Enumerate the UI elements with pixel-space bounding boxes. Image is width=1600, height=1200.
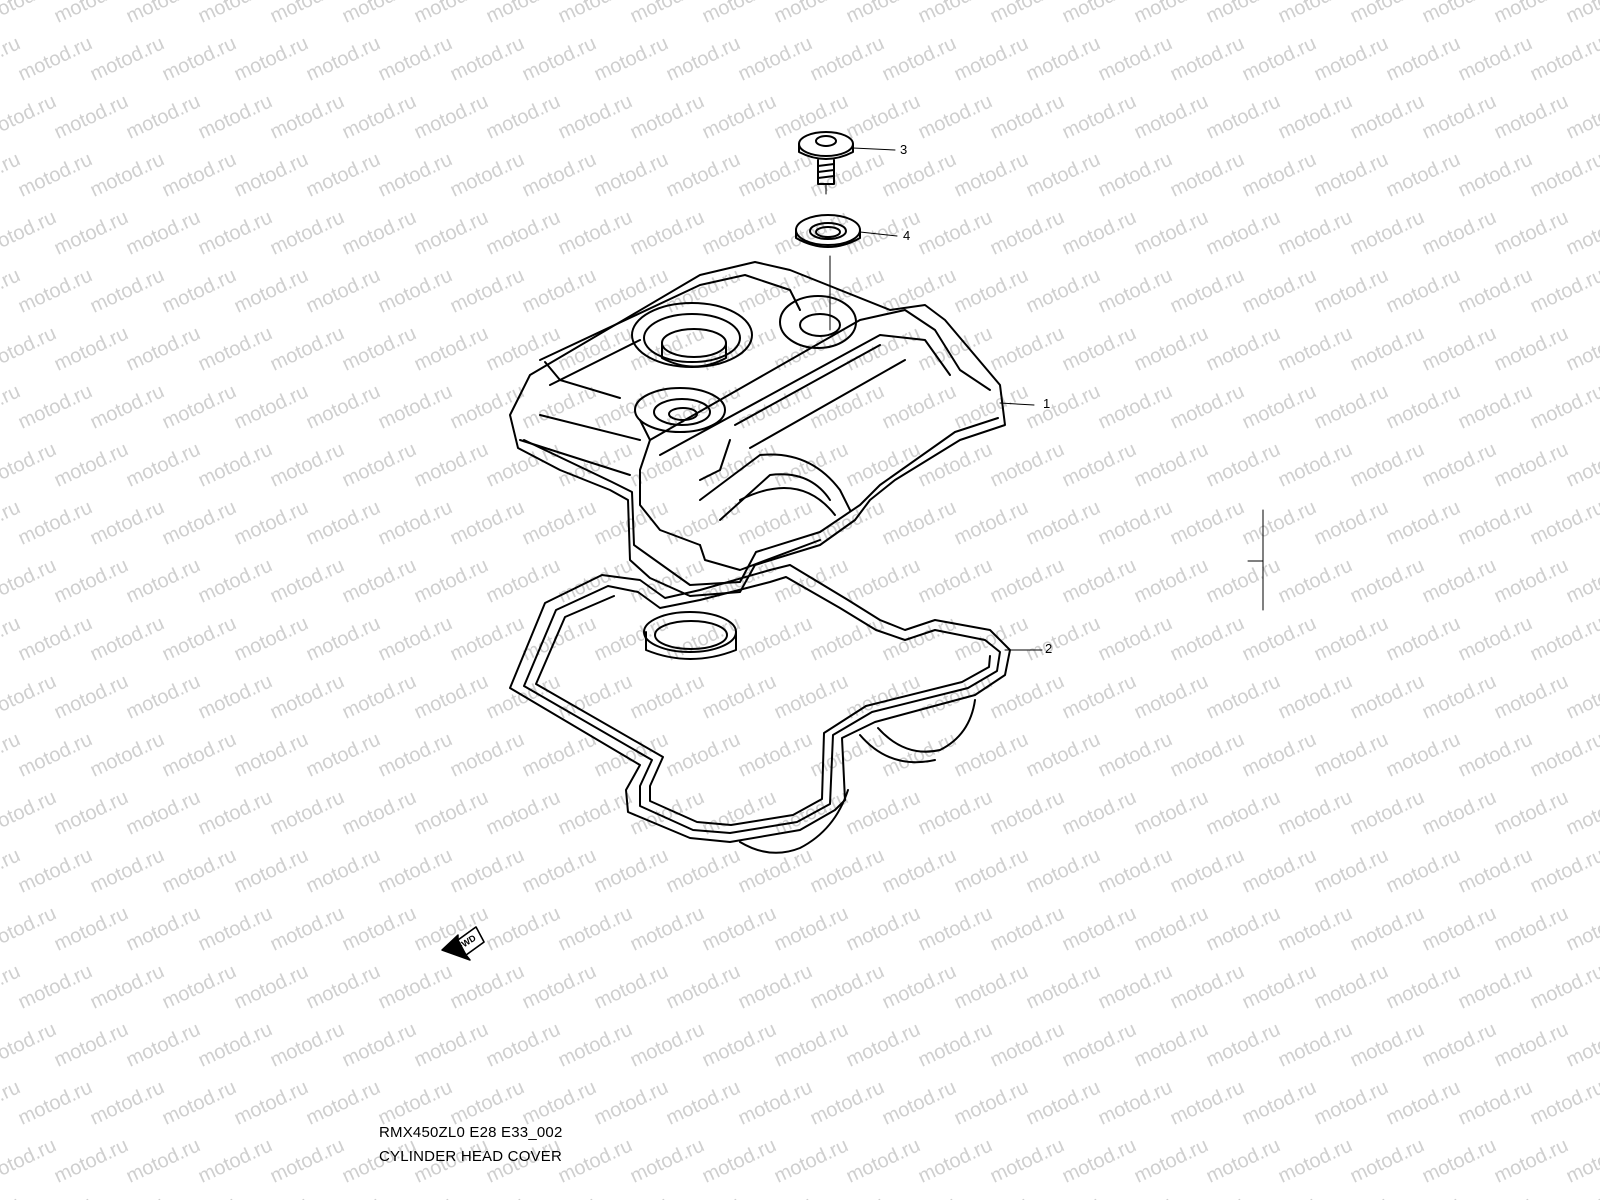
reference-mark: [1247, 509, 1264, 611]
callout-4: 4: [903, 228, 911, 243]
leader-3: [852, 147, 896, 151]
leader-4: [859, 231, 898, 237]
leader-1: [999, 402, 1035, 406]
diagram-title: CYLINDER HEAD COVER: [379, 1148, 563, 1165]
part-1-head-cover: [509, 261, 1006, 597]
part-2-gasket: [509, 564, 1011, 854]
part-3-bolt: [798, 131, 854, 195]
callout-1: 1: [1043, 396, 1051, 411]
model-code: RMX450ZL0 E28 E33_002: [379, 1124, 563, 1141]
callout-3: 3: [900, 142, 908, 157]
fwd-arrow-icon: FWD: [441, 926, 485, 961]
callout-2: 2: [1045, 641, 1053, 656]
part-4-washer: [795, 214, 861, 248]
